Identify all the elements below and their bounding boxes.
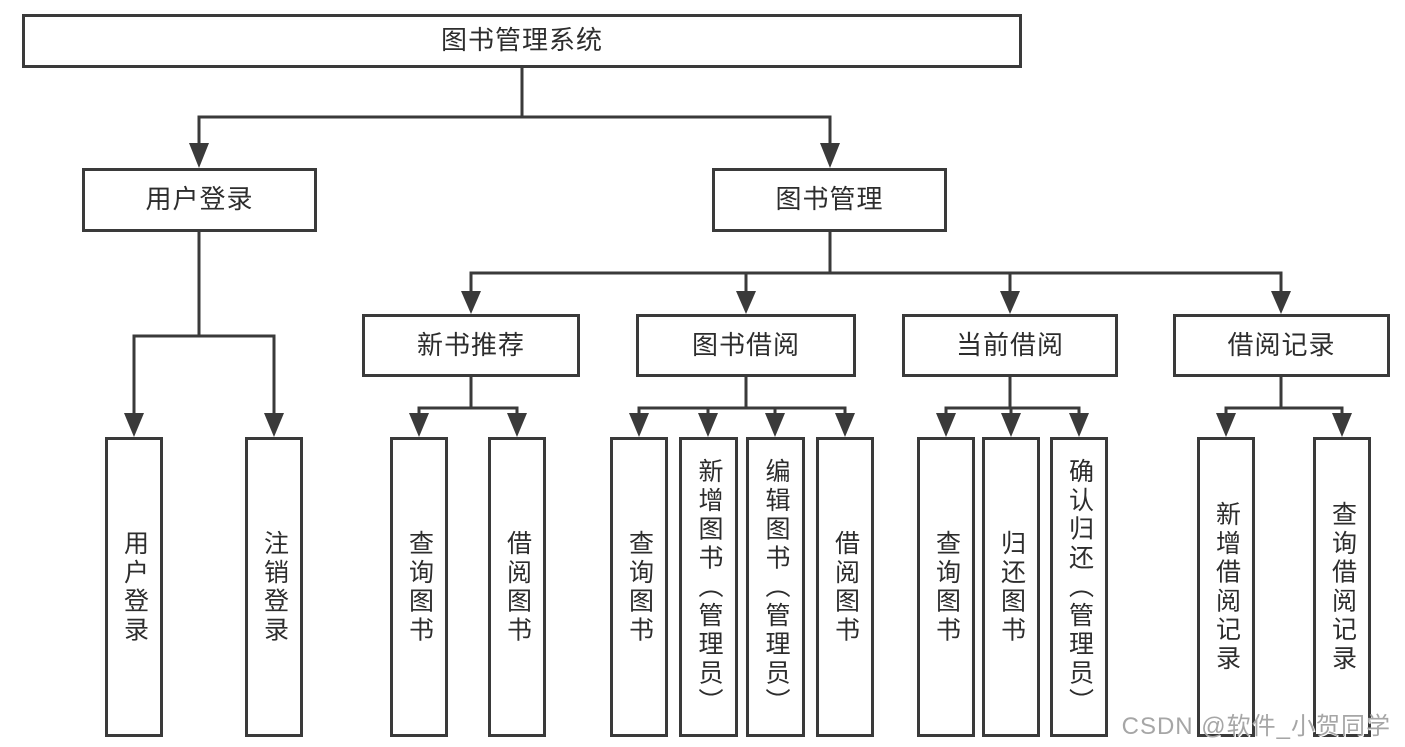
leaf-edit-books-admin: 编辑图书（管理员） bbox=[746, 437, 805, 737]
leaf-add-borrow-record: 新增借阅记录 bbox=[1197, 437, 1255, 737]
leaf-user-login: 用户登录 bbox=[105, 437, 163, 737]
node-current-borrowing: 当前借阅 bbox=[902, 314, 1118, 377]
leaf-add-books-admin: 新增图书（管理员） bbox=[679, 437, 738, 737]
arrowheads bbox=[124, 143, 1352, 437]
leaf-return-books: 归还图书 bbox=[982, 437, 1040, 737]
leaf-logout-login: 注销登录 bbox=[245, 437, 303, 737]
leaf-borrow-books-borrowing: 借阅图书 bbox=[816, 437, 874, 737]
edge-new-book-rec-rail bbox=[417, 406, 519, 416]
node-library-management-system: 图书管理系统 bbox=[22, 14, 1022, 68]
leaf-query-books-borrowing: 查询图书 bbox=[610, 437, 668, 737]
node-user-login: 用户登录 bbox=[82, 168, 317, 232]
node-book-management: 图书管理 bbox=[712, 168, 947, 232]
edge-level1-rail bbox=[197, 115, 832, 146]
leaf-query-books-current: 查询图书 bbox=[917, 437, 975, 737]
edge-book-borrowing-rail bbox=[637, 406, 847, 416]
edge-borrowing-records-rail bbox=[1224, 406, 1344, 416]
node-book-borrowing: 图书借阅 bbox=[636, 314, 856, 377]
node-borrowing-records: 借阅记录 bbox=[1173, 314, 1390, 377]
leaf-borrow-books-recommend: 借阅图书 bbox=[488, 437, 546, 737]
node-new-book-recommendation: 新书推荐 bbox=[362, 314, 580, 377]
leaf-confirm-return-admin: 确认归还（管理员） bbox=[1050, 437, 1108, 737]
edge-level2-rail bbox=[469, 271, 1283, 296]
watermark: CSDN @软件_小贺同学 bbox=[1121, 713, 1391, 740]
edge-user-login-rail bbox=[132, 334, 276, 416]
leaf-query-borrow-record: 查询借阅记录 bbox=[1313, 437, 1371, 737]
leaf-query-books-recommend: 查询图书 bbox=[390, 437, 448, 737]
